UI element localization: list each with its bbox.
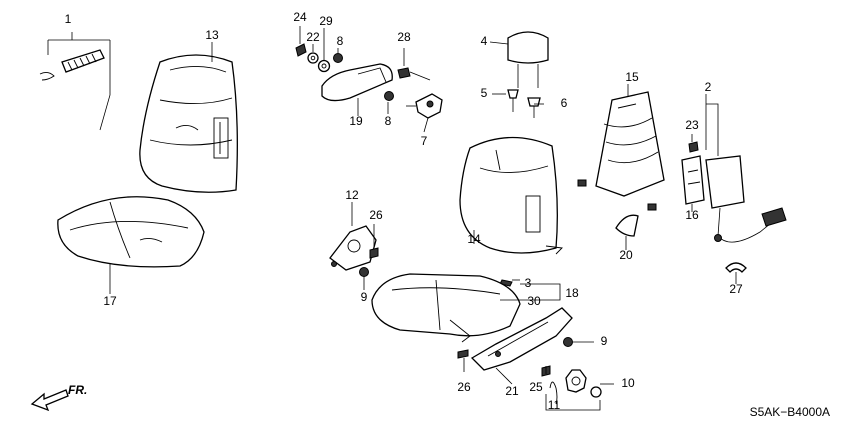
part-24-cap [295,43,307,57]
callout-19: 19 [349,114,363,128]
callout-9-right: 9 [601,334,608,348]
part-19-armrest [321,63,393,102]
part-10-knob [565,369,602,398]
callout-28: 28 [397,30,411,44]
callout-12: 12 [345,188,359,202]
part-13-seatback-cover [139,54,238,193]
part-29-washer [317,59,331,73]
callout-27: 27 [729,282,743,296]
diagram-code: S5AK−B4000A [750,405,830,419]
callout-24: 24 [293,10,307,24]
leader-lines [109,26,737,411]
callout-23: 23 [685,118,699,132]
callout-2: 2 [705,80,712,94]
callout-7: 7 [421,134,428,148]
callout-numbers: 1 2 3 4 5 6 7 8 8 9 9 10 11 12 13 14 15 … [65,10,743,412]
callout-8-upper: 8 [337,34,344,48]
callout-8-lower: 8 [385,114,392,128]
part-9-bolt-right [563,337,594,347]
part-8-nut-lower [384,91,394,101]
callout-4: 4 [481,34,488,48]
callout-26-lower: 26 [457,380,471,394]
part-22-washer [307,52,319,64]
part-28-bolt [397,67,431,81]
callout-18: 18 [565,286,579,300]
part-2-airbag-assembly [681,155,787,243]
part-23-bolt [688,141,699,153]
part-15-seatback-frame [577,91,665,211]
part-27-clip [725,262,747,273]
seat-cushion-pad [371,273,521,343]
part-20-side-trim [615,214,639,237]
callout-22: 22 [306,30,320,44]
callout-16: 16 [685,208,699,222]
callout-25: 25 [529,380,543,394]
callout-21: 21 [505,384,519,398]
part-6-headrest-guide [527,97,541,118]
part-11-spring [549,381,558,405]
callout-30: 30 [527,294,541,308]
callout-29: 29 [319,14,333,28]
part-26-clip-lower [457,349,469,359]
callout-26-upper: 26 [369,208,383,222]
spring-clip [61,49,105,73]
part-9-bolt-left [359,267,369,277]
part-1-clips [39,32,111,131]
callout-13: 13 [205,28,219,42]
front-direction-label: FR. [68,383,87,397]
callout-9-left: 9 [361,290,368,304]
callout-17: 17 [103,294,117,308]
part-26-screw-upper [369,247,379,259]
callout-10: 10 [621,376,635,390]
part-17-seat-cushion-cover [57,196,205,268]
part-5-headrest-guide [507,89,519,112]
callout-11: 11 [548,398,561,412]
callout-14: 14 [467,232,481,246]
part-21-seat-side-frame [470,307,573,371]
part-7-armrest-bracket [406,93,443,119]
part-12-recliner-cover [329,225,377,271]
front-direction-arrow: FR. [30,383,87,412]
callout-6: 6 [561,96,568,110]
callout-20: 20 [619,248,633,262]
callout-1: 1 [65,12,72,26]
callout-15: 15 [625,70,639,84]
callout-3: 3 [525,276,532,290]
part-8-nut-upper [333,53,343,63]
part-14-seatback [459,136,563,255]
part-4-headrest [507,31,549,88]
callout-5: 5 [481,86,488,100]
